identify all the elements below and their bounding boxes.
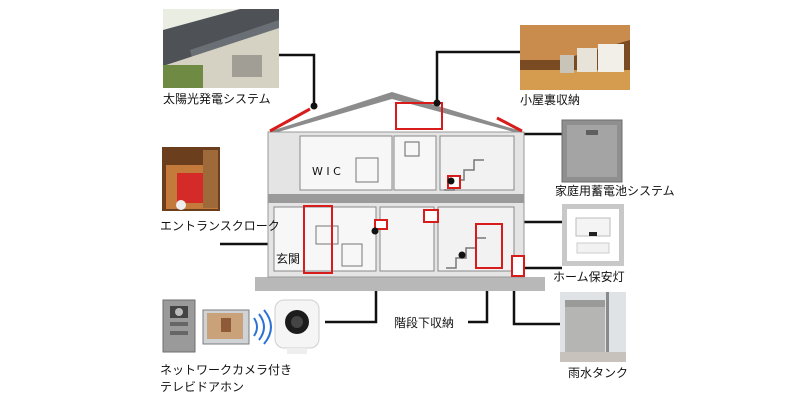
wic-label: W I C	[312, 165, 341, 178]
home-light-label: ホーム保安灯	[553, 270, 625, 284]
solar-photo	[163, 9, 279, 88]
under-stairs-highlight	[475, 223, 503, 269]
battery-label: 家庭用蓄電池システム	[555, 184, 675, 198]
attic-photo	[520, 25, 630, 90]
roof	[268, 92, 524, 132]
home-light-marker	[511, 255, 525, 277]
camera-label-line1: ネットワークカメラ付き	[160, 363, 293, 377]
rain-tank-photo	[560, 292, 626, 362]
attic-label: 小屋裏収納	[520, 93, 581, 107]
solar-label: 太陽光発電システム	[163, 92, 271, 106]
rain-tank-label: 雨水タンク	[568, 366, 629, 380]
attic-highlight	[395, 102, 443, 130]
home-light-photo	[562, 204, 624, 266]
battery-photo	[561, 119, 623, 183]
foyer-label: 玄関	[276, 252, 301, 266]
solar-panel-edge	[269, 107, 311, 133]
camera-label-line2: テレビドアホン	[160, 380, 245, 394]
ground	[255, 277, 545, 291]
cloak-highlight	[303, 205, 333, 274]
cloak-photo	[162, 147, 220, 211]
house-cutaway	[255, 92, 545, 291]
under-stairs-label: 階段下収納	[394, 316, 455, 330]
entrance-cloak-label: エントランスクローク	[160, 219, 280, 233]
doorphone-photo	[162, 299, 320, 354]
